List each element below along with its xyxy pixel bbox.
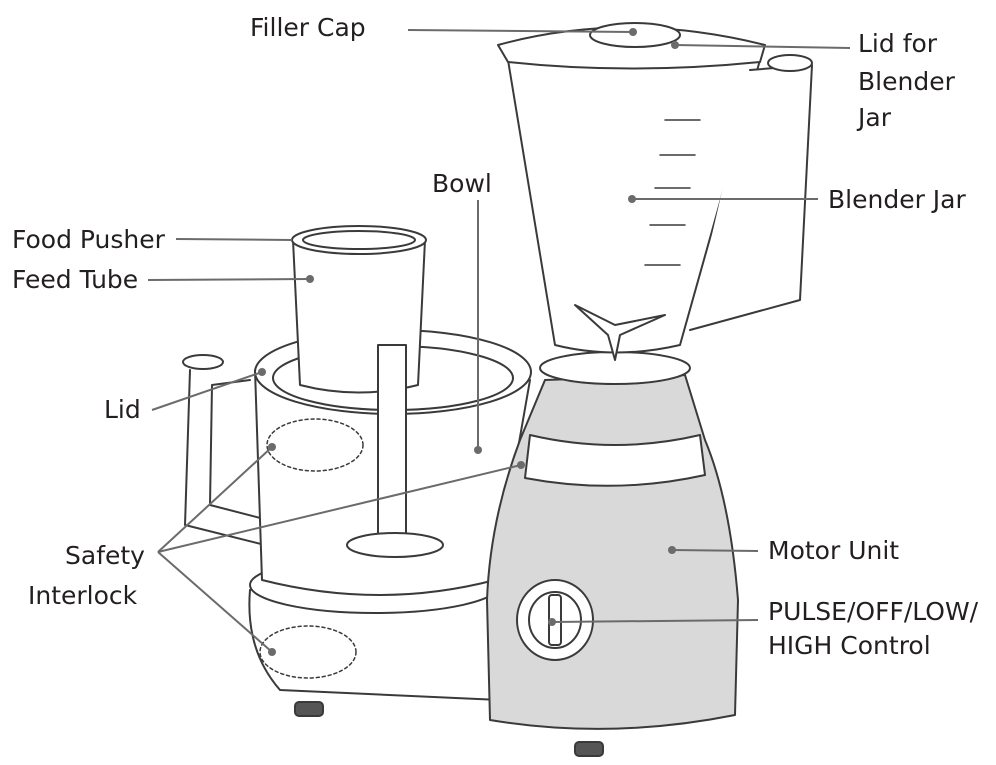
label-lid-for-blender-jar-3: Jar [858,102,891,134]
label-control-1: PULSE/OFF/LOW/ [768,596,978,628]
label-filler-cap: Filler Cap [250,12,366,44]
label-lid-for-blender-jar-1: Lid for [858,28,937,60]
foot-right [575,742,603,756]
bowl-handle-top [183,355,223,369]
label-motor-unit: Motor Unit [768,535,899,567]
label-control-2: HIGH Control [768,630,931,662]
motor-unit-body [487,375,738,729]
label-lid-for-blender-jar-2: Blender [858,66,955,98]
label-safety-interlock-1: Safety [65,540,145,572]
label-bowl: Bowl [432,168,492,200]
foot-left [295,702,323,716]
label-safety-interlock-2: Interlock [28,580,137,612]
spindle-collar [347,533,443,557]
label-blender-jar: Blender Jar [828,184,966,216]
label-lid: Lid [104,394,141,426]
spindle [378,345,406,545]
label-food-pusher: Food Pusher [12,224,165,256]
label-feed-tube: Feed Tube [12,264,138,296]
